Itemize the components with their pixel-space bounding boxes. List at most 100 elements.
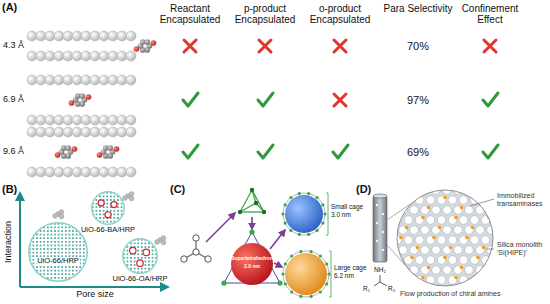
- framework-atom: [90, 115, 100, 125]
- silica-pore: [388, 226, 397, 235]
- transaminase-icon: [471, 226, 475, 230]
- mof-particle: UiO-66-BA/HRP: [91, 191, 125, 225]
- size-bracket: [329, 251, 331, 297]
- silica-pore: [404, 196, 413, 205]
- transaminase-icon: [443, 256, 447, 260]
- framework-atom: [99, 31, 109, 41]
- framework-atom: [72, 127, 82, 137]
- silica-pore: [410, 246, 419, 255]
- transaminase-icon: [416, 246, 420, 250]
- callout-label: Flow production of chiral amines: [400, 290, 500, 298]
- silica-pore: [399, 246, 408, 255]
- flow-illustration: [373, 186, 502, 295]
- framework-atom: [72, 51, 82, 61]
- framework-atom: [27, 51, 37, 61]
- enzyme-pore: [130, 247, 136, 253]
- silica-pore: [393, 276, 402, 285]
- transaminase-icon: [427, 206, 431, 210]
- transaminase-icon: [405, 286, 409, 290]
- metal-node: [249, 229, 254, 234]
- flow-column: [373, 194, 387, 198]
- column-pore: [376, 240, 378, 242]
- silica-pore: [459, 236, 468, 245]
- silica-pore: [465, 186, 474, 195]
- column-header: p-product Encapsulated: [228, 3, 302, 25]
- silica-pore: [388, 266, 397, 275]
- silica-pore: [437, 236, 446, 245]
- silica-pore: [487, 206, 496, 215]
- cross-mark: [484, 40, 496, 52]
- silica-pore: [437, 256, 446, 265]
- transaminase-icon: [427, 266, 431, 270]
- silica-pore: [432, 226, 441, 235]
- structure-label: Large cage: [334, 264, 367, 271]
- selectivity-value: 70%: [407, 40, 429, 52]
- silica-pore: [470, 216, 479, 225]
- framework-atom: [54, 51, 64, 61]
- framework-atom: [27, 115, 37, 125]
- framework-atom: [117, 51, 127, 61]
- silica-pore: [388, 246, 397, 255]
- framework-atom: [99, 75, 109, 85]
- tetrahedron-edge: [240, 203, 256, 212]
- framework-atom: [81, 115, 91, 125]
- monolith-zoom: [388, 186, 502, 295]
- silica-pore: [410, 266, 419, 275]
- carbon-atom: [79, 93, 85, 99]
- framework-atom: [63, 31, 73, 41]
- ligand-ring: [205, 256, 211, 262]
- panel-letter: (A): [2, 1, 17, 13]
- silica-pore: [432, 246, 441, 255]
- carbon-atom: [144, 39, 150, 45]
- dimension: 2.0 nm: [244, 264, 260, 270]
- panel-letter: (C): [170, 183, 185, 195]
- pore-size: 4.3 Å: [3, 41, 24, 51]
- framework-atom: [117, 75, 127, 85]
- dimension: 6.2 nm: [334, 272, 354, 279]
- metal-node: [298, 233, 301, 236]
- metal-node: [238, 210, 242, 214]
- metal-node: [321, 203, 324, 206]
- framework-atom: [117, 127, 127, 137]
- framework-atom: [126, 167, 136, 177]
- framework-atom: [117, 31, 127, 41]
- silica-pore: [426, 196, 435, 205]
- metal-node: [307, 233, 310, 236]
- silica-pore: [399, 226, 408, 235]
- transaminase-icon: [410, 196, 414, 200]
- enzyme-pore: [98, 200, 104, 206]
- axes-illustration: [20, 192, 168, 287]
- framework-atom: [54, 31, 64, 41]
- framework-atom: [36, 167, 46, 177]
- silica-pore: [410, 206, 419, 215]
- framework-atom: [126, 127, 136, 137]
- transaminase-icon: [394, 206, 398, 210]
- silica-pore: [443, 226, 452, 235]
- framework-atom: [45, 115, 55, 125]
- silica-pore: [437, 276, 446, 285]
- metal-node: [315, 229, 318, 232]
- oxygen-atom: [55, 152, 61, 158]
- metal-node: [299, 250, 302, 253]
- assembly-arrow: [270, 230, 285, 249]
- chemical-label: R₁: [363, 285, 370, 292]
- column-header: o-product Encapsulated: [303, 3, 377, 25]
- assembly-arrow: [274, 263, 282, 267]
- silica-pore: [426, 216, 435, 225]
- framework-atom: [126, 115, 136, 125]
- cage-frame: [283, 193, 325, 235]
- metal-node: [283, 203, 286, 206]
- transaminase-icon: [454, 216, 458, 220]
- particle-outline: [122, 238, 158, 274]
- metal-node: [289, 196, 292, 199]
- metal-node: [290, 254, 293, 257]
- transaminase-icon: [438, 286, 442, 290]
- framework-atom: [36, 127, 46, 137]
- assembly-arrow: [206, 213, 235, 242]
- cross-mark: [334, 94, 346, 106]
- structure-label: Supertetrahedron: [231, 256, 273, 262]
- transaminase-icon: [405, 226, 409, 230]
- framework-atom: [72, 75, 82, 85]
- oxygen-atom: [151, 40, 157, 46]
